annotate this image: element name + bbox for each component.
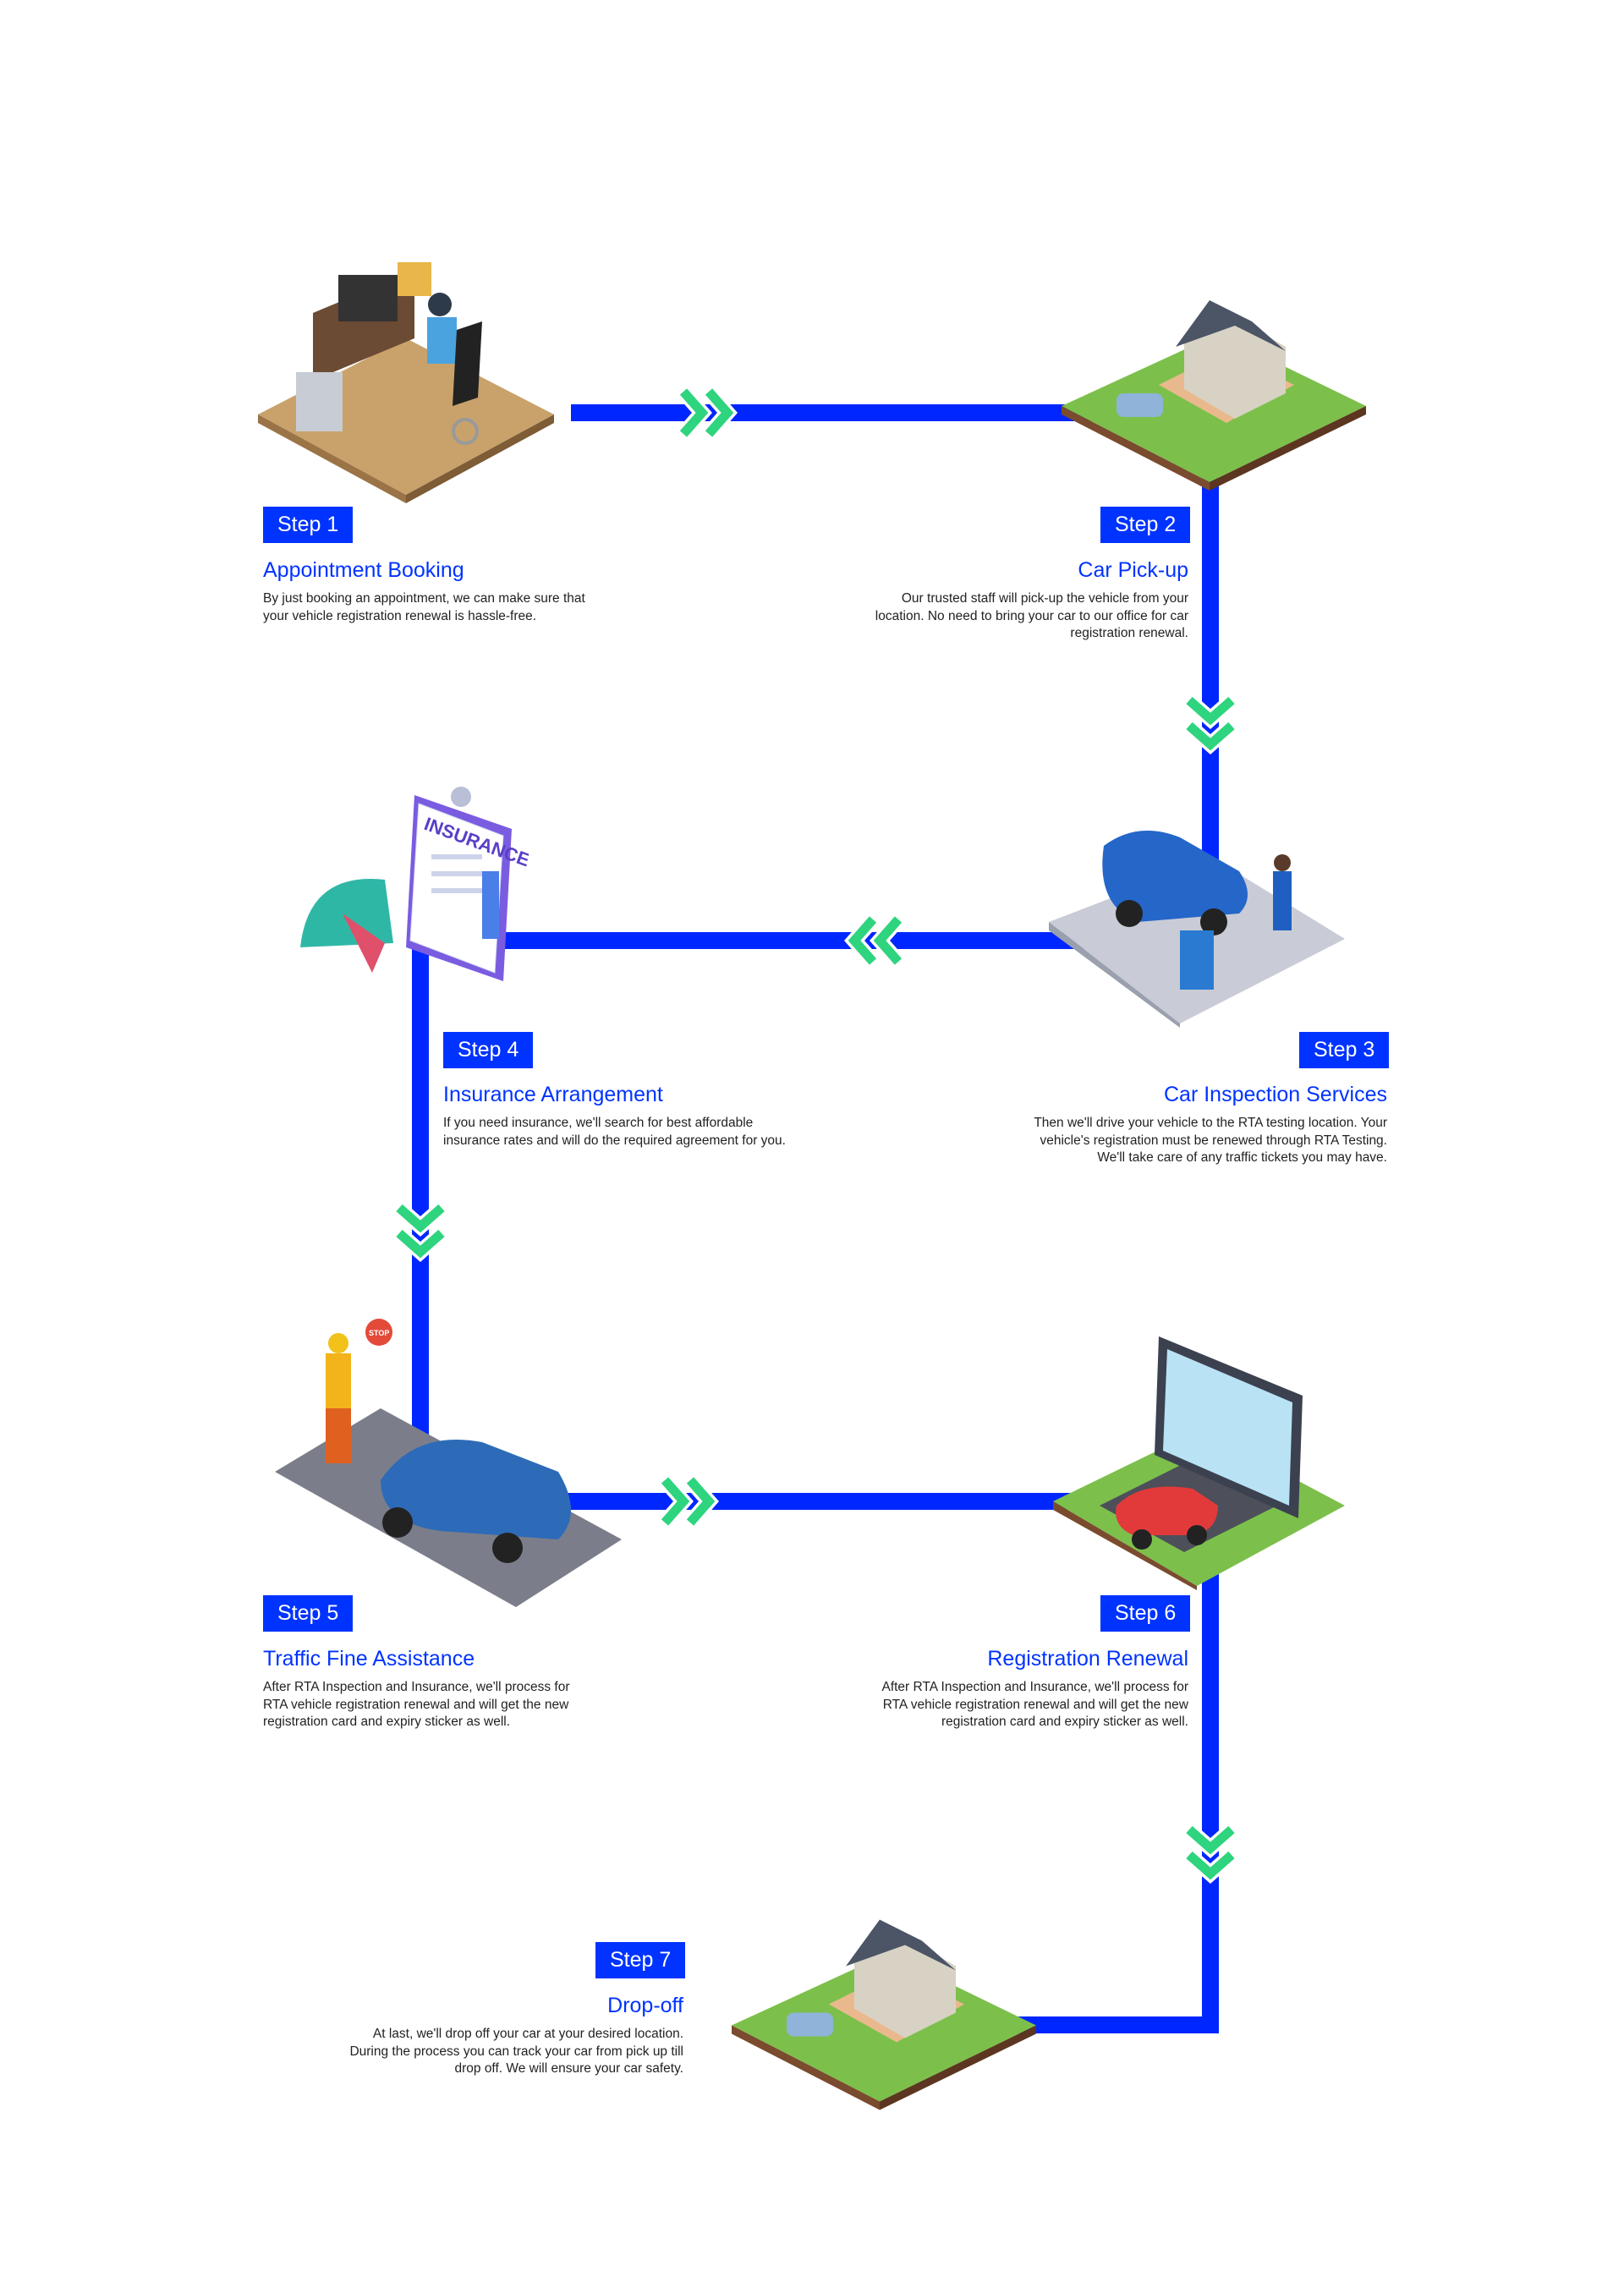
step-1-title: Appointment Booking xyxy=(263,558,464,582)
step-4-badge: Step 4 xyxy=(443,1032,534,1068)
chevron-down-icon xyxy=(1184,694,1237,754)
step-5-description: After RTA Inspection and Insurance, we'l… xyxy=(263,1680,570,1729)
connector-3-4 xyxy=(412,932,1219,949)
step-7-badge: Step 7 xyxy=(595,1942,686,1978)
connector-5-6 xyxy=(412,1493,1219,1510)
step-7-description: At last, we'll drop off your car at your… xyxy=(349,2027,683,2076)
step-6-badge: Step 6 xyxy=(1100,1595,1191,1632)
stop-sign-label: STOP xyxy=(369,1329,389,1337)
step-4-description: If you need insurance, we'll search for … xyxy=(443,1116,786,1148)
step-2-description: Our trusted staff will pick-up the vehic… xyxy=(875,591,1188,640)
step-4-title: Insurance Arrangement xyxy=(443,1083,663,1106)
step-1-badge: Step 1 xyxy=(263,507,354,543)
mechanic-inspecting-car-illustration xyxy=(1049,831,1345,1028)
step-2-title: Car Pick-up xyxy=(1078,558,1188,582)
connector-6-7 xyxy=(1202,1493,1219,2033)
map-billboard-car-illustration xyxy=(1053,1336,1345,1590)
insurance-clipboard-umbrella-illustration: INSURANCE xyxy=(300,787,529,981)
chevron-right-icon xyxy=(659,1475,719,1528)
step-3-badge: Step 3 xyxy=(1299,1032,1390,1068)
chevron-down-icon xyxy=(394,1202,447,1262)
traffic-officer-stop-sign-car-illustration: STOP xyxy=(275,1319,622,1607)
desk-computer-user-illustration xyxy=(258,262,554,503)
step-5-title: Traffic Fine Assistance xyxy=(263,1647,475,1671)
step-6-title: Registration Renewal xyxy=(987,1647,1188,1671)
step-3-description: Then we'll drive your vehicle to the RTA… xyxy=(1034,1116,1387,1165)
step-7-title: Drop-off xyxy=(607,1994,683,2017)
house-with-car-illustration xyxy=(1062,300,1366,491)
chevron-down-icon xyxy=(1184,1824,1237,1884)
chevron-right-icon xyxy=(678,387,738,439)
chevron-left-icon xyxy=(844,914,904,967)
house-with-car-illustration xyxy=(732,1919,1036,2110)
step-3-title: Car Inspection Services xyxy=(1163,1083,1387,1106)
connector-7-end xyxy=(1015,2016,1219,2033)
connector-2-3 xyxy=(1202,404,1219,949)
step-5-badge: Step 5 xyxy=(263,1595,354,1632)
step-1-description: By just booking an appointment, we can m… xyxy=(263,591,585,623)
step-6-description: After RTA Inspection and Insurance, we'l… xyxy=(881,1680,1188,1729)
step-2-badge: Step 2 xyxy=(1100,507,1191,543)
